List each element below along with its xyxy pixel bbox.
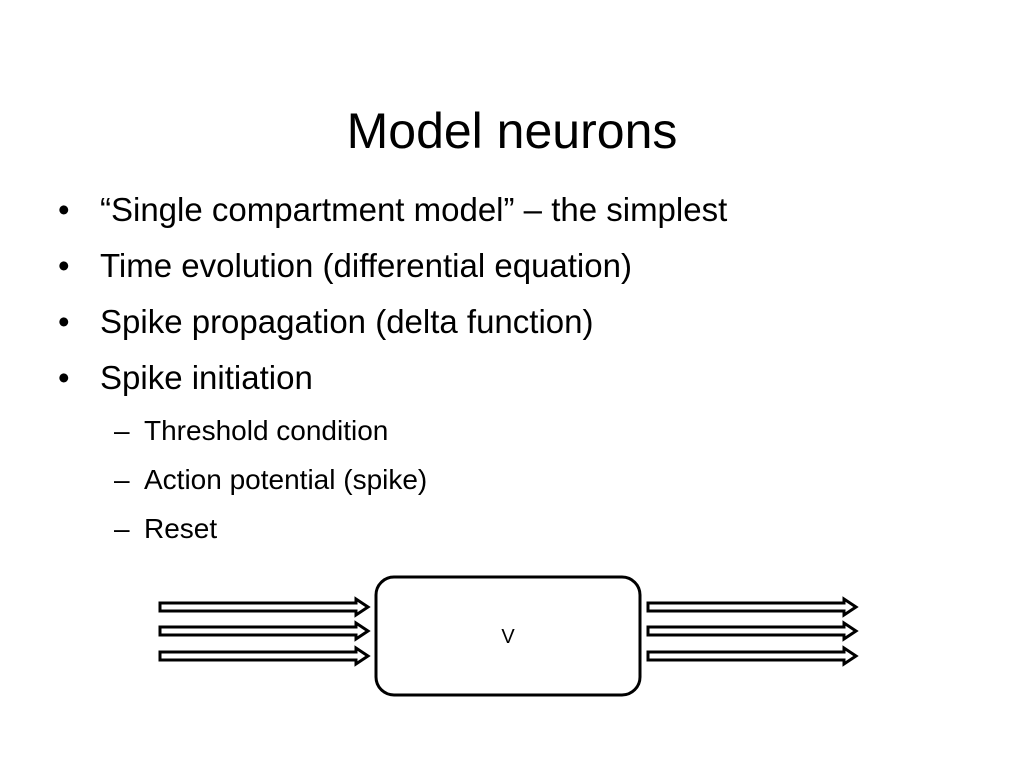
- bullet-list: • “Single compartment model” – the simpl…: [58, 182, 998, 553]
- sub-bullet-text: Action potential (spike): [144, 464, 428, 495]
- bullet-text: Time evolution (differential equation): [100, 247, 632, 284]
- output-arrow-1: [646, 596, 859, 618]
- output-arrow-3: [646, 645, 859, 667]
- bullet-item: • Spike initiation – Threshold condition…: [58, 350, 998, 553]
- bullet-marker: •: [58, 247, 70, 284]
- sub-bullet-marker: –: [114, 464, 130, 495]
- sub-bullet-text: Threshold condition: [144, 415, 389, 446]
- bullet-text: “Single compartment model” – the simples…: [100, 191, 728, 228]
- input-arrow-3: [158, 645, 371, 667]
- neuron-voltage-label: V: [501, 626, 515, 648]
- sub-bullet-marker: –: [114, 415, 130, 446]
- sub-bullet-text: Reset: [144, 513, 218, 544]
- sub-bullet-item: – Threshold condition: [114, 406, 998, 455]
- input-arrow-2: [158, 620, 371, 642]
- bullet-marker: •: [58, 191, 70, 228]
- bullet-item: • Time evolution (differential equation): [58, 238, 998, 294]
- sub-bullet-marker: –: [114, 513, 130, 544]
- neuron-compartment-box: [374, 575, 642, 697]
- sub-bullet-item: – Action potential (spike): [114, 455, 998, 504]
- bullet-marker: •: [58, 303, 70, 340]
- input-arrow-1: [158, 596, 371, 618]
- bullet-item: • “Single compartment model” – the simpl…: [58, 182, 998, 238]
- bullet-marker: •: [58, 359, 70, 396]
- slide-title: Model neurons: [346, 102, 678, 159]
- bullet-text: Spike initiation: [100, 359, 313, 396]
- sub-bullet-item: – Reset: [114, 504, 998, 553]
- bullet-item: • Spike propagation (delta function): [58, 294, 998, 350]
- sub-bullet-list: – Threshold condition – Action potential…: [100, 406, 998, 553]
- output-arrow-2: [646, 620, 859, 642]
- bullet-text: Spike propagation (delta function): [100, 303, 594, 340]
